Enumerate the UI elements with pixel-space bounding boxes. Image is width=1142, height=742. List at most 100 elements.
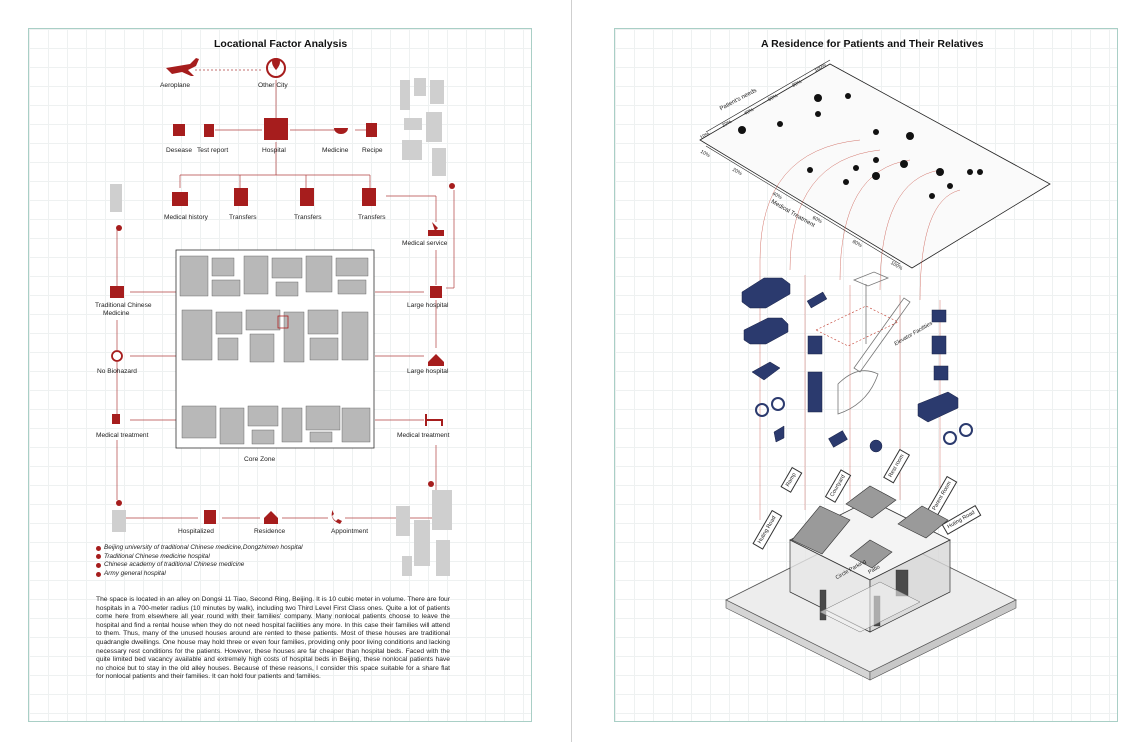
- needs-icon: [929, 193, 935, 199]
- home-icon: [264, 511, 278, 524]
- marker-icon-3: [428, 481, 434, 487]
- legend-marker-icon: [96, 545, 101, 551]
- node-medical-treatment-left: Medical treatment: [96, 432, 149, 439]
- needs-icon: [738, 126, 746, 134]
- car-icon: [741, 277, 791, 309]
- needs-icon: [900, 160, 908, 168]
- window-icon: [931, 309, 947, 323]
- node-hospital: Hospital: [262, 147, 286, 154]
- location-pin-icon: [272, 58, 280, 70]
- node-no-biohazard: No Biohazard: [97, 368, 137, 375]
- lamp-icon: [852, 271, 890, 344]
- node-appointment: Appointment: [331, 528, 369, 535]
- node-medical-treatment-right: Medical treatment: [397, 432, 450, 439]
- node-other-city: Other City: [258, 82, 288, 89]
- marker-icon-1: [116, 225, 122, 231]
- table-icon: [828, 430, 848, 448]
- sofa-icon: [917, 391, 959, 423]
- large-hospital-icon-2: [428, 354, 444, 366]
- node-transfers-2: Transfers: [294, 214, 322, 221]
- hospital-building-icon: [264, 118, 288, 140]
- staircase-icon: [853, 297, 911, 373]
- legend-item: Traditional Chinese medicine hospital: [96, 553, 303, 562]
- node-hospitalized: Hospitalized: [178, 528, 214, 535]
- left-title: Locational Factor Analysis: [214, 38, 348, 50]
- needs-icon: [977, 169, 983, 175]
- bed-icon: [425, 414, 443, 426]
- locational-analysis-sheet: [28, 28, 532, 722]
- needs-icon: [845, 93, 851, 99]
- hospitalized-icon: [204, 510, 216, 524]
- transfer-icon-1: [234, 188, 248, 206]
- suv-icon: [743, 317, 789, 345]
- ramp-icon: [837, 370, 879, 415]
- node-recipe: Recipe: [362, 147, 383, 154]
- wardrobe-icon: [807, 371, 823, 413]
- bicycle-icon: [755, 403, 769, 417]
- legend-item: Army general hospital: [96, 570, 303, 579]
- hand-care-icon: [428, 222, 444, 236]
- node-tcm-line1: Traditional Chinese: [95, 302, 152, 309]
- tv-icon: [933, 365, 949, 381]
- needs-icon: [873, 157, 879, 163]
- legend-item: Chinese academy of traditional Chinese m…: [96, 561, 303, 570]
- bicycle-icon-right: [943, 431, 957, 445]
- recipe-icon: [366, 123, 377, 137]
- motorbike-icon: [751, 361, 781, 381]
- stove-icon: [931, 335, 947, 355]
- node-aeroplane: Aeroplane: [160, 82, 191, 89]
- site-description: The space is located in an alley on Dong…: [96, 596, 450, 681]
- folder-icon: [172, 192, 188, 206]
- plant-icon: [869, 439, 883, 453]
- legend-marker-icon: [96, 554, 101, 560]
- needs-icon: [947, 183, 953, 189]
- node-medicine: Medicine: [322, 147, 349, 154]
- marker-icon-4: [449, 183, 455, 189]
- needs-icon: [967, 169, 973, 175]
- needs-icon: [936, 168, 944, 176]
- cabinet-icon: [807, 335, 823, 355]
- needs-icon: [815, 111, 821, 117]
- needs-icon: [814, 94, 822, 102]
- hand-tap-icon: [112, 414, 120, 424]
- first-aid-icon: [173, 124, 185, 136]
- needs-icon: [807, 167, 813, 173]
- node-large-hospital-1: Large hospital: [407, 302, 449, 309]
- core-zone-label: Core Zone: [244, 456, 276, 463]
- phone-icon: [331, 510, 342, 524]
- tcm-icon: [110, 286, 124, 298]
- node-medical-history: Medical history: [164, 214, 208, 221]
- node-tcm-line2: Medicine: [103, 310, 130, 317]
- node-medical-service: Medical service: [402, 240, 448, 247]
- marker-icon-2: [116, 500, 122, 506]
- wheelchair-icon: [773, 425, 785, 443]
- node-residence: Residence: [254, 528, 286, 535]
- transfer-icon-2: [300, 188, 314, 206]
- needs-icon: [843, 179, 849, 185]
- right-title: A Residence for Patients and Their Relat…: [761, 38, 984, 50]
- node-desease: Desease: [166, 147, 193, 154]
- large-hospital-icon-1: [430, 286, 442, 298]
- book-spine: [571, 0, 572, 742]
- bicycle-icon-right: [959, 423, 973, 437]
- needs-icon: [777, 121, 783, 127]
- node-transfers-3: Transfers: [358, 214, 386, 221]
- needs-icon: [872, 172, 880, 180]
- transfer-icon-3: [362, 188, 376, 206]
- legend-marker-icon: [96, 571, 101, 577]
- node-transfers-1: Transfers: [229, 214, 257, 221]
- tablet-icon: [806, 291, 828, 309]
- needs-icon: [853, 165, 859, 171]
- bicycle-icon: [771, 397, 785, 411]
- legend-marker-icon: [96, 562, 101, 568]
- biohazard-icon: [111, 350, 123, 362]
- hospital-legend: Beijing university of traditional Chines…: [96, 544, 303, 578]
- node-large-hospital-2: Large hospital: [407, 368, 449, 375]
- mortar-icon: [334, 128, 348, 134]
